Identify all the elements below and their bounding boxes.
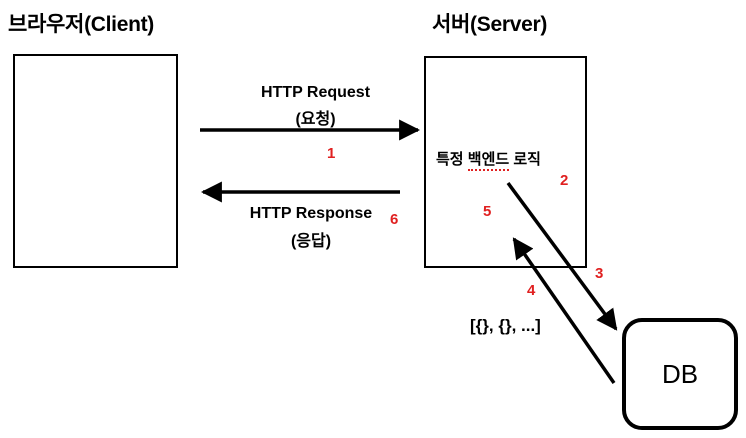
client-box (13, 54, 178, 268)
database-box: DB (622, 318, 738, 430)
step-number-6: 6 (390, 211, 399, 228)
response-label-en: HTTP Response (249, 205, 373, 222)
server-logic-suffix: 로직 (509, 151, 541, 168)
server-logic-text: 특정 백엔드 로직 (436, 148, 541, 171)
server-title: 서버(Server) (432, 13, 548, 36)
request-label-en: HTTP Request (260, 84, 371, 101)
json-payload-sample: [{}, {}, ...] (470, 316, 541, 335)
step-number-4: 4 (527, 282, 536, 299)
server-logic-prefix: 특정 (436, 151, 468, 168)
step-number-2: 2 (560, 172, 569, 189)
server-logic-flagged-term: 백엔드 (467, 151, 510, 171)
client-title: 브라우저(Client) (8, 13, 155, 36)
request-label-ko: (요청) (295, 111, 336, 128)
database-label: DB (661, 358, 699, 389)
step-number-1: 1 (327, 145, 336, 162)
step-number-5: 5 (483, 203, 492, 220)
step-number-3: 3 (595, 265, 604, 282)
response-label-ko: (응답) (290, 233, 332, 250)
